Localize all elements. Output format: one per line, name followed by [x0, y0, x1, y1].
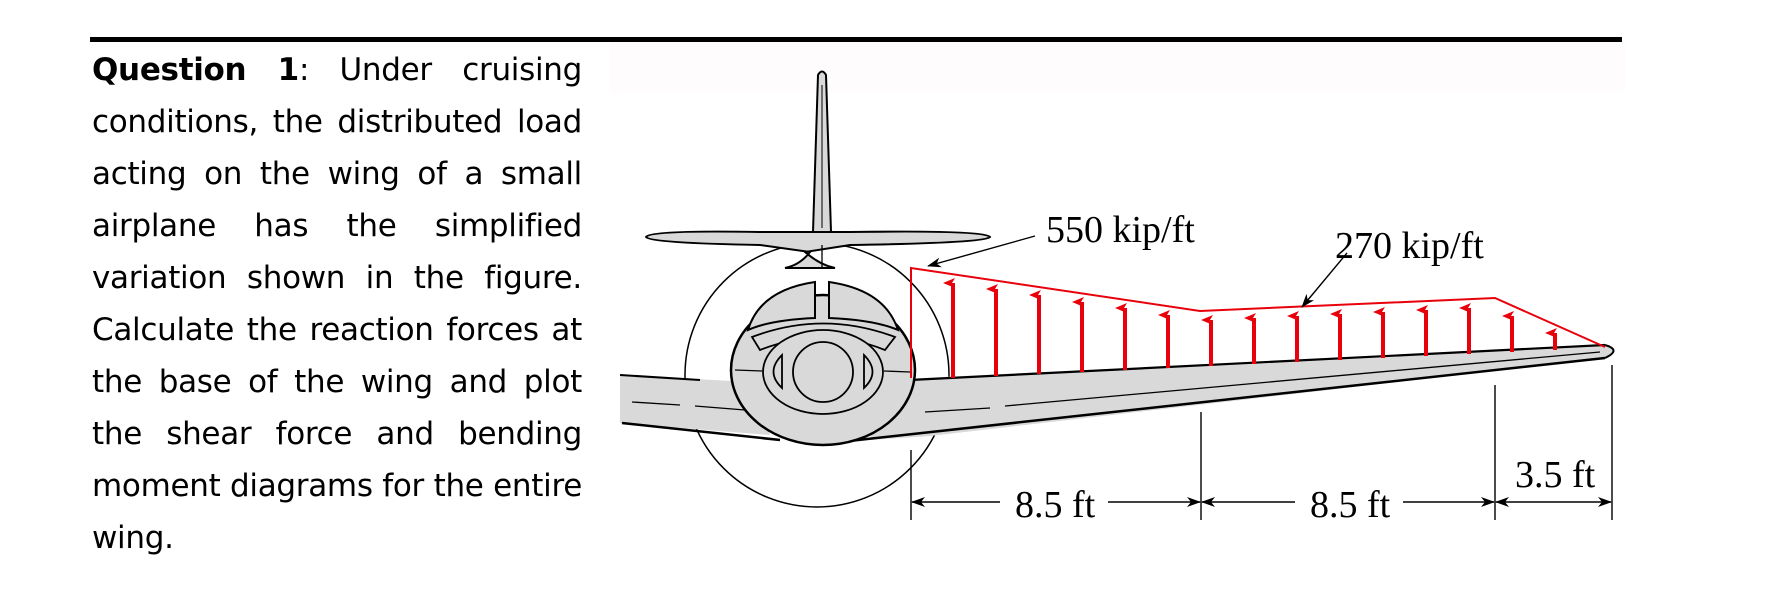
figure-background-panel — [610, 42, 1625, 92]
peak-load-label: 550 kip/ft — [1046, 209, 1195, 251]
distributed-load-diagram — [910, 266, 1606, 378]
label-leader-lines — [927, 235, 1348, 308]
left-wing-icon — [619, 374, 781, 442]
dimension-seg2-label: 8.5 ft — [1310, 484, 1391, 526]
question-text-block: Question 1: Under cruising conditions, t… — [92, 44, 582, 564]
question-separator: : — [298, 52, 310, 88]
mid-load-label: 270 kip/ft — [1335, 225, 1484, 267]
right-wing-icon — [839, 343, 1615, 444]
question-number: Question 1 — [92, 52, 299, 88]
dimension-lines — [910, 365, 1613, 520]
fuselage-icon — [729, 245, 917, 447]
dimension-seg3-label: 3.5 ft — [1515, 454, 1596, 496]
horizontal-stabilizer-icon — [644, 230, 992, 269]
dimension-seg1-label: 8.5 ft — [1015, 484, 1096, 526]
question-body: Under cruising conditions, the distribut… — [92, 52, 582, 556]
vertical-tail-fin-icon — [811, 70, 833, 233]
top-horizontal-rule — [90, 37, 1622, 42]
